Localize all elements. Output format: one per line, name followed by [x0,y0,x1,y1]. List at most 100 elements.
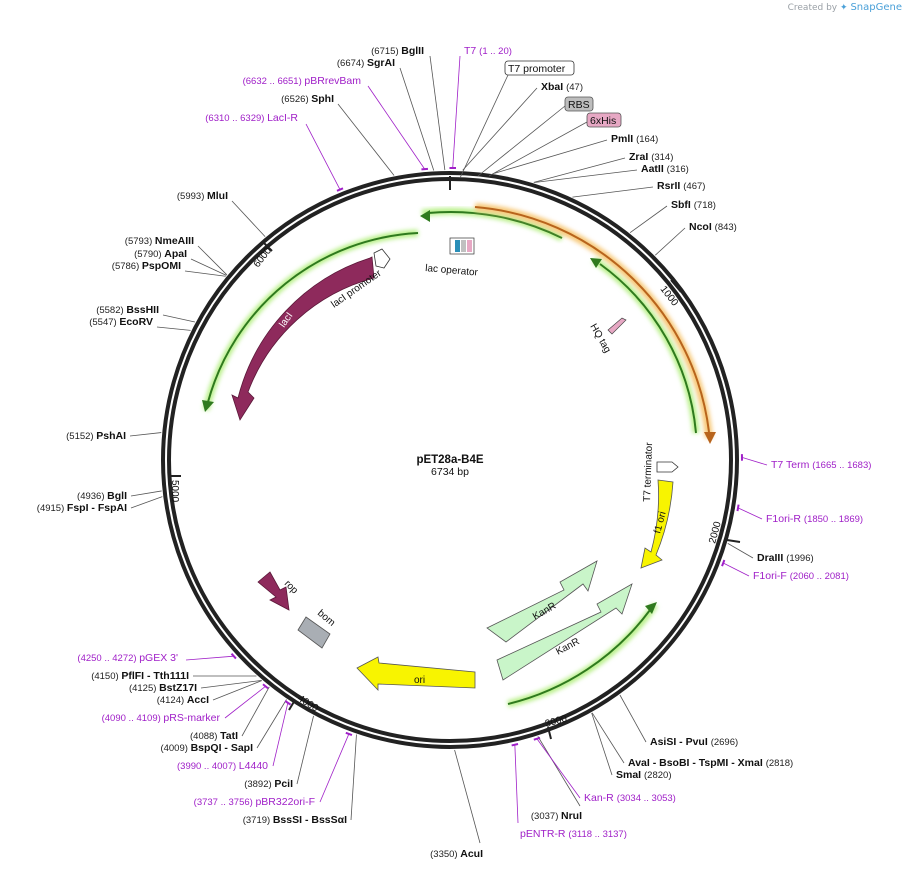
enzyme-site-pspomi: (5786) PspOMI [112,260,226,277]
enzyme-name: SphI [311,93,334,105]
primer-site-kan-r: Kan-R (3034 .. 3053) [533,736,676,804]
enzyme-label-acci: (4124) AccI [157,694,209,706]
primer-name: pRS-marker [163,712,220,724]
enzyme-leader-avai [591,712,625,764]
enzyme-leader-ecorv [156,326,191,331]
enzyme-name: BstZ17I [159,682,197,694]
enzyme-name: BglI [107,490,127,502]
primer-mark-f1ori-r [736,504,740,512]
enzyme-position: (718) [694,200,716,211]
primer-mark-pbr322ori-f [345,731,353,736]
enzyme-position: (3719) [243,815,273,826]
primer-site-t7-term: T7 Term (1665 .. 1683) [740,454,871,471]
enzyme-leader-nrui [537,736,581,807]
enzyme-leader-bsssi [350,734,357,821]
primer-range: (6632 .. 6651) [243,76,305,87]
enzyme-position: (5993) [177,191,207,202]
enzyme-position: (4150) [91,671,121,682]
enzyme-name: RsrII [657,180,683,192]
feature-kanr-1: KanR [486,560,598,643]
enzyme-leader-tati [241,686,270,737]
enzyme-name: NruI [561,810,582,822]
enzyme-label-sgrai: (6674) SgrAI [337,57,395,69]
primer-label-f1ori-r: F1ori-R (1850 .. 1869) [766,513,863,525]
enzyme-label-apai: (5790) ApaI [134,248,187,260]
enzyme-site-bsshii: (5582) BssHII [96,304,196,323]
primer-label-pgex3: (4250 .. 4272) pGEX 3' [77,652,178,664]
primer-name: pENTR-R [520,828,568,840]
enzyme-name: AccI [187,694,209,706]
enzyme-site-sbfi: SbfI (718) [629,199,716,234]
primer-leader-pentr-r [514,744,519,824]
enzyme-position: (467) [683,181,705,192]
enzyme-name: EcoRV [119,316,153,328]
primer-leader-f1ori-f [723,562,750,577]
primer-range: (4250 .. 4272) [77,653,139,664]
enzyme-site-pflfi: (4150) PflFI - Tth111I [91,670,257,682]
enzyme-name: XbaI [541,81,566,93]
primer-leader-l4440 [272,702,289,767]
enzyme-site-zrai: ZraI (314) [533,151,673,183]
feature-ori-label: ori [414,675,425,686]
enzyme-position: (4936) [77,491,107,502]
enzyme-site-acci: (4124) AccI [157,680,262,706]
enzyme-site-sphi: (6526) SphI [281,93,395,176]
boxed-feature-rbs-label: RBS [568,99,590,111]
enzyme-name: AsiSI - PvuI [650,736,711,748]
enzyme-position: (5547) [89,317,119,328]
feature-lac-operator: lac operator [425,237,479,279]
primer-name: LacI-R [267,112,298,124]
enzyme-position: (314) [651,152,673,163]
primer-label-pbr322ori-f: (3737 .. 3756) pBR322ori-F [194,796,315,808]
enzyme-label-acui: (3350) AcuI [430,848,483,860]
enzyme-label-bstz17i: (4125) BstZ17I [129,682,197,694]
primer-sites: T7 (1 .. 20)(6632 .. 6651) pBRrevBam(631… [77,45,871,840]
enzyme-position: (4124) [157,695,187,706]
enzyme-label-tati: (4088) TatI [190,730,238,742]
enzyme-label-bsssi: (3719) BssSI - BssSαI [243,814,347,826]
enzyme-name: SmaI [616,769,644,781]
primer-mark-laci-r [336,187,344,192]
enzyme-name: SbfI [671,199,694,211]
enzyme-label-rsrii: RsrII (467) [657,180,705,192]
primer-leader-pbrrevbam [367,85,426,170]
enzyme-site-ncoi: NcoI (843) [655,221,737,256]
primer-leader-laci-r [305,123,341,190]
snapgene-logo-icon: ✦ [840,3,848,13]
primer-mark-kan-r [533,736,541,741]
enzyme-leader-zrai [533,157,626,183]
enzyme-leader-nmeaiii [197,245,228,276]
enzyme-leader-pcii [296,715,314,785]
primer-name: L4440 [239,760,268,772]
enzyme-leader-acui [454,749,481,844]
enzyme-leader-xbai [462,87,538,171]
enzyme-label-ncoi: NcoI (843) [689,221,737,233]
enzyme-label-nrui: (3037) NruI [531,810,582,822]
enzyme-site-avai: AvaI - BsoBI - TspMI - XmaI (2818) [591,712,793,769]
primer-label-f1ori-f: F1ori-F (2060 .. 2081) [753,570,849,582]
enzyme-label-smai: SmaI (2820) [616,769,671,781]
enzyme-leader-bstz17i [200,680,262,689]
enzyme-site-nmeaiii: (5793) NmeAIII [125,235,228,276]
enzyme-name: ApaI [164,248,187,260]
enzyme-position: (4009) [160,743,190,754]
enzyme-label-draiii: DraIII (1996) [757,552,814,564]
enzyme-position: (5793) [125,236,155,247]
enzyme-position: (6715) [371,46,401,57]
enzyme-label-nmeaiii: (5793) NmeAIII [125,235,194,247]
feature-t7-terminator: T7 terminator [642,442,679,502]
primer-range: (6310 .. 6329) [205,113,267,124]
enzyme-label-xbai: XbaI (47) [541,81,583,93]
enzyme-position: (5786) [112,261,142,272]
boxed-feature-rbs: RBS [477,96,594,177]
enzyme-leader-acci [212,680,262,701]
enzyme-site-pmli: PmlI (164) [494,133,658,174]
primer-site-f1ori-f: F1ori-F (2060 .. 2081) [721,559,849,582]
primer-range: (3118 .. 3137) [568,829,626,840]
primer-leader-pgex3 [185,655,234,661]
feature-f1-ori: f1 ori [640,479,674,569]
enzyme-site-bstz17i: (4125) BstZ17I [129,680,262,694]
orf-arcs [202,203,716,708]
enzyme-label-ecorv: (5547) EcoRV [89,316,153,328]
enzyme-name: TatI [220,730,238,742]
